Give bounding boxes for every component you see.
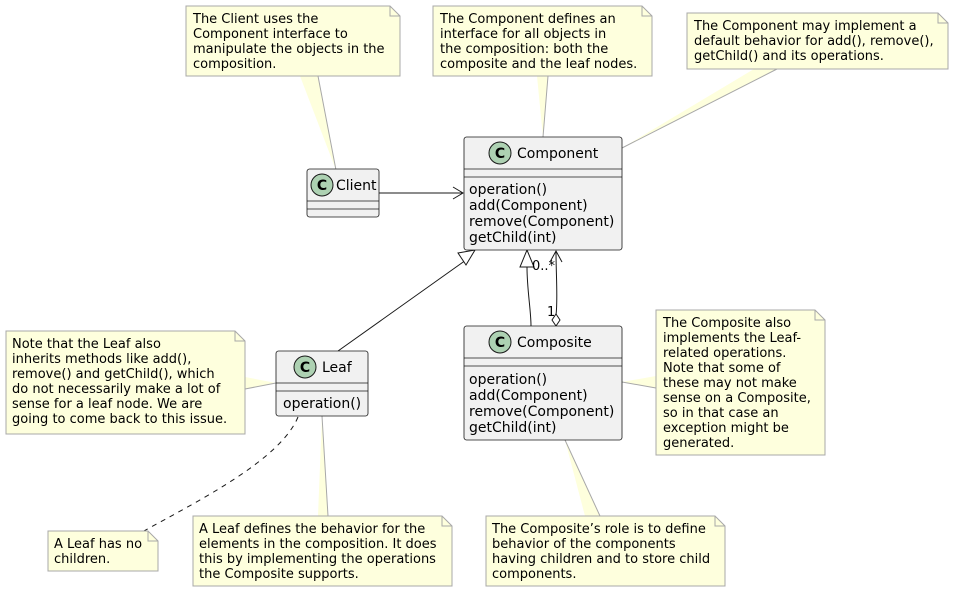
class-client-name: Client: [336, 178, 377, 194]
note-client-line-4: composition.: [193, 57, 276, 72]
note-leaf-no-children-line-2: children.: [54, 552, 110, 567]
note-composite-role-line-3: having children and to store child: [492, 552, 710, 567]
class-component-member-3: remove(Component): [469, 214, 614, 230]
class-stereotype-icon: [293, 355, 317, 379]
note-component-default-line-3: getChild() and its operations.: [694, 49, 884, 64]
note-client-line-1: The Client uses the: [192, 12, 318, 27]
note-leaf-inherits-line-2: inherits methods like add(),: [12, 352, 191, 367]
note-component-interface: The Component defines an interface for a…: [432, 5, 653, 77]
note-component-interface-line-1: The Component defines an: [439, 12, 616, 27]
note-component-interface-line-4: composite and the leaf nodes.: [440, 57, 637, 72]
class-leaf-member-1: operation(): [283, 396, 361, 412]
class-composite-member-4: getChild(int): [469, 420, 556, 436]
class-component-member-1: operation(): [469, 182, 547, 198]
class-component-name: Component: [517, 146, 599, 162]
note-component-interface-line-2: interface for all objects in: [440, 27, 606, 42]
class-stereotype-icon: [310, 173, 334, 197]
class-composite-member-2: add(Component): [469, 388, 588, 404]
note-leaf-inherits-line-5: sense for a leaf node. We are: [12, 397, 202, 412]
note-client: The Client uses the Component interface …: [185, 5, 401, 77]
class-composite-letter: C: [495, 335, 505, 351]
class-composite[interactable]: C Composite operation() add(Component) r…: [463, 325, 623, 441]
class-component[interactable]: C Component operation() add(Component) r…: [463, 136, 623, 251]
note-composite-ops-line-7: so in that case an: [663, 406, 779, 421]
note-component-interface-line-3: the composition: both the: [440, 42, 608, 57]
note-composite-ops: The Composite also implements the Leaf- …: [655, 309, 826, 456]
class-component-member-4: getChild(int): [469, 230, 556, 246]
note-component-default-line-2: default behavior for add(), remove(),: [694, 34, 934, 49]
note-leaf-inherits: Note that the Leaf also inherits methods…: [5, 330, 246, 435]
note-leaf-behavior: A Leaf defines the behavior for the elem…: [192, 515, 453, 587]
note-client-line-3: manipulate the objects in the: [193, 42, 385, 57]
class-composite-member-3: remove(Component): [469, 404, 614, 420]
multiplicity-composite: 1: [547, 305, 555, 320]
note-client-line-2: Component interface to: [193, 27, 348, 42]
class-leaf-name: Leaf: [322, 360, 353, 376]
note-component-default: The Component may implement a default be…: [686, 12, 949, 70]
note-composite-role: The Composite’s role is to define behavi…: [485, 515, 726, 587]
class-leaf[interactable]: C Leaf operation(): [275, 350, 369, 417]
note-composite-ops-line-5: these may not make: [663, 376, 797, 391]
class-component-member-2: add(Component): [469, 198, 588, 214]
class-leaf-letter: C: [300, 360, 310, 376]
note-leaf-inherits-line-4: do not necessarily make a lot of: [12, 382, 221, 397]
multiplicity-component: 0..*: [532, 259, 556, 274]
note-component-default-line-1: The Component may implement a: [693, 19, 917, 34]
class-stereotype-icon: [488, 141, 512, 165]
note-composite-role-line-2: behavior of the components: [492, 537, 676, 552]
note-composite-ops-line-2: implements the Leaf-: [663, 331, 801, 346]
note-leaf-inherits-line-6: going to come back to this issue.: [12, 412, 227, 427]
note-composite-role-line-1: The Composite’s role is to define: [491, 522, 706, 537]
note-composite-ops-line-3: related operations.: [663, 346, 786, 361]
note-leaf-no-children: A Leaf has no children.: [47, 530, 159, 572]
note-leaf-inherits-line-3: remove() and getChild(), which: [12, 367, 215, 382]
class-component-letter: C: [495, 146, 505, 162]
note-composite-role-line-4: components.: [492, 567, 576, 582]
class-client[interactable]: C Client: [306, 168, 380, 218]
note-composite-ops-line-8: exception might be: [663, 421, 789, 436]
generalization-composite-component: [519, 248, 535, 327]
note-composite-ops-line-6: sense on a Composite,: [663, 391, 811, 406]
note-leaf-behavior-line-2: elements in the composition. It does: [199, 537, 437, 552]
leaf-no-children-connector: [141, 416, 299, 533]
note-leaf-behavior-line-3: this by implementing the operations: [199, 552, 436, 567]
note-leaf-no-children-line-1: A Leaf has no: [54, 537, 142, 552]
class-client-letter: C: [317, 178, 327, 194]
note-composite-ops-line-1: The Composite also: [662, 316, 791, 331]
generalization-leaf-component: [337, 249, 476, 352]
class-composite-member-1: operation(): [469, 372, 547, 388]
note-leaf-behavior-line-1: A Leaf defines the behavior for the: [199, 522, 425, 537]
aggregation-composite-component: [549, 249, 563, 327]
note-leaf-inherits-line-1: Note that the Leaf also: [12, 337, 161, 352]
class-composite-name: Composite: [517, 335, 592, 351]
note-leaf-behavior-line-4: the Composite supports.: [199, 567, 359, 582]
association-client-component: [379, 186, 464, 200]
class-stereotype-icon: [488, 330, 512, 354]
note-composite-ops-line-4: Note that some of: [663, 361, 781, 376]
note-composite-ops-line-9: generated.: [663, 436, 734, 451]
